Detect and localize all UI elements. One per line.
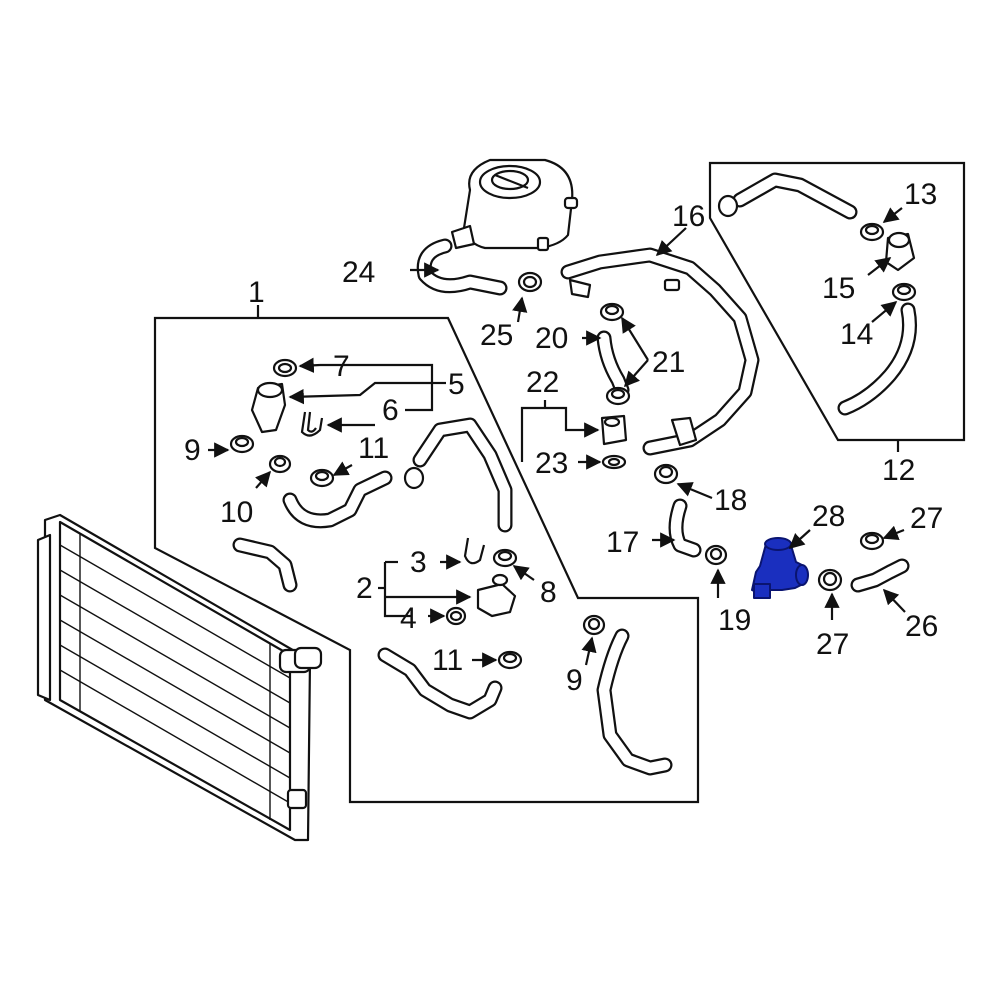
callout-3: 3 <box>410 546 427 579</box>
clamp-13 <box>859 222 885 242</box>
hose-12-upper <box>717 172 858 220</box>
callout-11-upper: 11 <box>358 432 389 465</box>
expansion-tank <box>450 158 579 252</box>
clip-6 <box>300 411 324 437</box>
clamp-21-top <box>599 302 625 322</box>
callout-19: 19 <box>718 604 751 637</box>
clamp-11-upper <box>309 468 335 488</box>
hose-17 <box>668 498 702 558</box>
clamp-14 <box>891 282 917 302</box>
callout-10: 10 <box>220 496 253 529</box>
hose-box1-c <box>232 537 298 593</box>
callout-1: 1 <box>248 276 265 309</box>
flange-2 <box>476 573 517 618</box>
clamp-8 <box>492 548 518 568</box>
clamp-19 <box>704 544 728 566</box>
clip-3 <box>463 537 486 565</box>
callout-12: 12 <box>882 454 915 487</box>
callout-7: 7 <box>333 350 350 383</box>
hose-26 <box>850 558 910 593</box>
hose-box1-a <box>403 417 513 533</box>
callout-24: 24 <box>342 256 375 289</box>
clamp-27-top <box>859 531 885 551</box>
callout-18: 18 <box>714 484 747 517</box>
callout-27-bottom: 27 <box>816 628 849 661</box>
callout-14: 14 <box>840 318 873 351</box>
coolant-flange-28-highlighted[interactable] <box>751 537 809 599</box>
radiator <box>36 513 323 842</box>
callout-23: 23 <box>535 447 568 480</box>
clamp-27-bottom <box>817 568 843 592</box>
callout-27-top: 27 <box>910 502 943 535</box>
callout-17: 17 <box>606 526 639 559</box>
clamp-25 <box>517 271 543 293</box>
callout-21: 21 <box>652 346 685 379</box>
clamp-18 <box>653 463 679 485</box>
flange-5 <box>250 381 287 434</box>
hose-12-lower <box>837 302 918 416</box>
clamp-9-lower <box>582 614 606 636</box>
clamp-21-bottom <box>605 386 631 406</box>
callout-11-lower: 11 <box>432 644 463 677</box>
leader-lines <box>208 207 906 668</box>
gasket-7 <box>272 358 298 378</box>
hose-box1-d <box>377 647 503 720</box>
callout-15: 15 <box>822 272 855 305</box>
clamp-11-lower <box>497 650 523 670</box>
hose-box1-b <box>282 470 393 529</box>
callout-16: 16 <box>672 200 705 233</box>
clamp-10 <box>268 454 292 474</box>
clamp-9-upper <box>229 434 255 454</box>
callout-2: 2 <box>356 572 373 605</box>
hose-box1-e <box>596 628 673 776</box>
callout-25: 25 <box>480 319 513 352</box>
callout-20: 20 <box>535 322 568 355</box>
hose-20 <box>596 330 630 398</box>
callout-13: 13 <box>904 178 937 211</box>
gasket-4 <box>445 606 467 626</box>
pipe-16 <box>560 247 760 456</box>
callout-26: 26 <box>905 610 938 643</box>
callout-8: 8 <box>540 576 557 609</box>
callout-9-lower: 9 <box>566 664 583 697</box>
group-box-12 <box>708 161 966 442</box>
callout-5: 5 <box>448 368 465 401</box>
callout-9-upper: 9 <box>184 434 201 467</box>
callout-28: 28 <box>812 500 845 533</box>
callout-6: 6 <box>382 394 399 427</box>
connector-15 <box>884 231 916 272</box>
gasket-23 <box>601 454 627 470</box>
callout-4: 4 <box>400 602 417 635</box>
callout-22: 22 <box>526 366 559 399</box>
hose-24 <box>416 238 508 296</box>
group-box-1 <box>153 316 700 804</box>
fitting-22 <box>600 414 628 446</box>
